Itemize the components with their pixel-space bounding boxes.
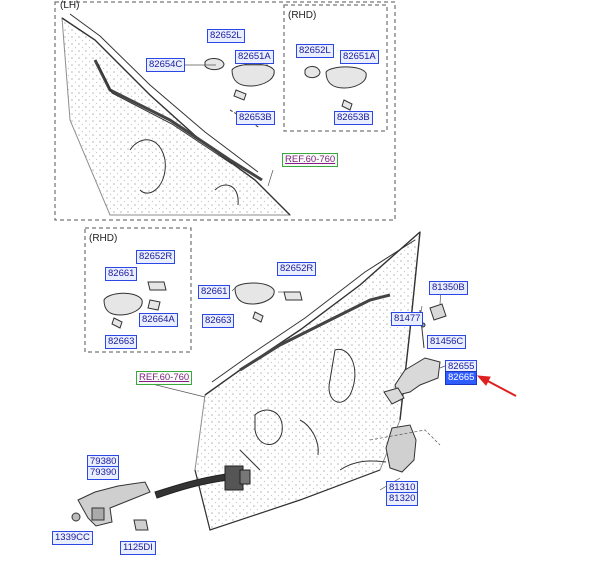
part-label-82652R-mid[interactable]: 82652R xyxy=(277,262,317,276)
rhd-handle-parts xyxy=(103,281,167,329)
door-actuator xyxy=(339,424,417,473)
latch-assembly xyxy=(383,303,447,405)
ref-link-bottom[interactable]: REF.60-760 xyxy=(136,371,193,385)
part-label-82663-rhd[interactable]: 82663 xyxy=(105,335,138,349)
part-label-81477[interactable]: 81477 xyxy=(391,312,424,326)
highlight-arrow xyxy=(476,375,517,397)
lh-group-frame xyxy=(54,1,396,221)
part-label-1125DI[interactable]: 1125DI xyxy=(120,541,156,555)
part-label-81456C[interactable]: 81456C xyxy=(427,335,467,349)
part-label-82661-mid[interactable]: 82661 xyxy=(198,285,231,299)
rhd-bottom-group-frame xyxy=(84,227,192,353)
rhd-top-group-frame xyxy=(283,4,388,132)
ref-link-top[interactable]: REF.60-760 xyxy=(282,153,339,167)
part-label-82651A-top[interactable]: 82651A xyxy=(235,50,274,64)
section-label-rhd-top: (RHD) xyxy=(288,10,317,21)
part-label-82652L-top[interactable]: 82652L xyxy=(207,29,245,43)
part-label-82652L-rhd[interactable]: 82652L xyxy=(296,44,334,58)
part-label-82652R-rhd[interactable]: 82652R xyxy=(136,250,176,264)
upper-door-panel xyxy=(61,13,292,216)
part-label-82664A[interactable]: 82664A xyxy=(139,313,178,327)
part-label-81320[interactable]: 81320 xyxy=(386,492,419,506)
main-door-panel xyxy=(194,230,421,531)
part-label-82654C[interactable]: 82654C xyxy=(146,58,186,72)
mid-handle-parts xyxy=(234,282,303,323)
part-label-82661-rhd[interactable]: 82661 xyxy=(105,267,138,281)
door-hinges xyxy=(71,481,151,531)
part-label-1339CC[interactable]: 1339CC xyxy=(52,531,93,545)
part-label-82653B-top[interactable]: 82653B xyxy=(236,111,275,125)
part-label-82653B-rhd[interactable]: 82653B xyxy=(334,111,373,125)
section-label-lh: (LH) xyxy=(60,0,80,11)
part-label-81350B[interactable]: 81350B xyxy=(429,281,468,295)
door-checker xyxy=(154,465,251,499)
part-label-82651A-rhd[interactable]: 82651A xyxy=(340,50,379,64)
part-label-82663-mid[interactable]: 82663 xyxy=(202,314,235,328)
part-label-82665-highlighted[interactable]: 82665 xyxy=(445,371,478,385)
part-label-79390[interactable]: 79390 xyxy=(87,466,120,480)
top-handle-parts xyxy=(204,58,367,111)
section-label-rhd-bottom: (RHD) xyxy=(89,233,118,244)
